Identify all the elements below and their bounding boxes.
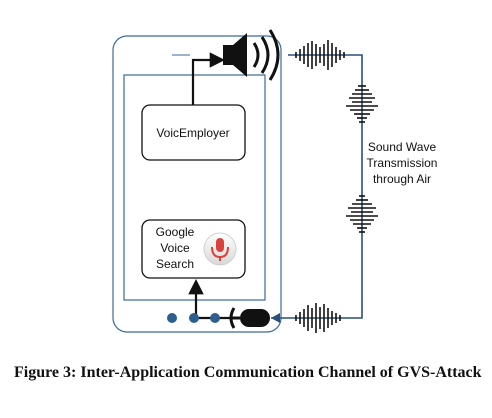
waveform-right-upper (346, 85, 378, 123)
gvs-label-line3: Search (156, 257, 194, 271)
phone-screen (123, 74, 266, 301)
gvs-label-line2: Voice (160, 241, 190, 255)
phone-outline (112, 35, 282, 333)
waveform-top (295, 40, 345, 70)
figure-caption: Figure 3: Inter-Application Communicatio… (14, 364, 482, 381)
microphone-icon (229, 307, 270, 329)
google-mic-icon (203, 232, 237, 266)
gvs-attack-diagram: VoicEmployer Google Voice Search (112, 29, 438, 333)
sound-wire (271, 54, 363, 319)
waveform-bottom (295, 303, 341, 333)
home-button-dots (167, 313, 220, 323)
gvs-label-line1: Google (156, 225, 195, 239)
wire-arrowhead (271, 313, 280, 323)
voice-employer-label: VoicEmployer (156, 126, 229, 140)
speaker-icon (223, 29, 280, 81)
sound-wave-label-line2: Transmission (367, 156, 438, 170)
waveform-right-lower (346, 195, 378, 233)
sound-wave-label-line1: Sound Wave (368, 140, 437, 154)
sound-wave-label-line3: through Air (373, 172, 431, 186)
arrow-voiceemployer-to-speaker (191, 52, 226, 105)
